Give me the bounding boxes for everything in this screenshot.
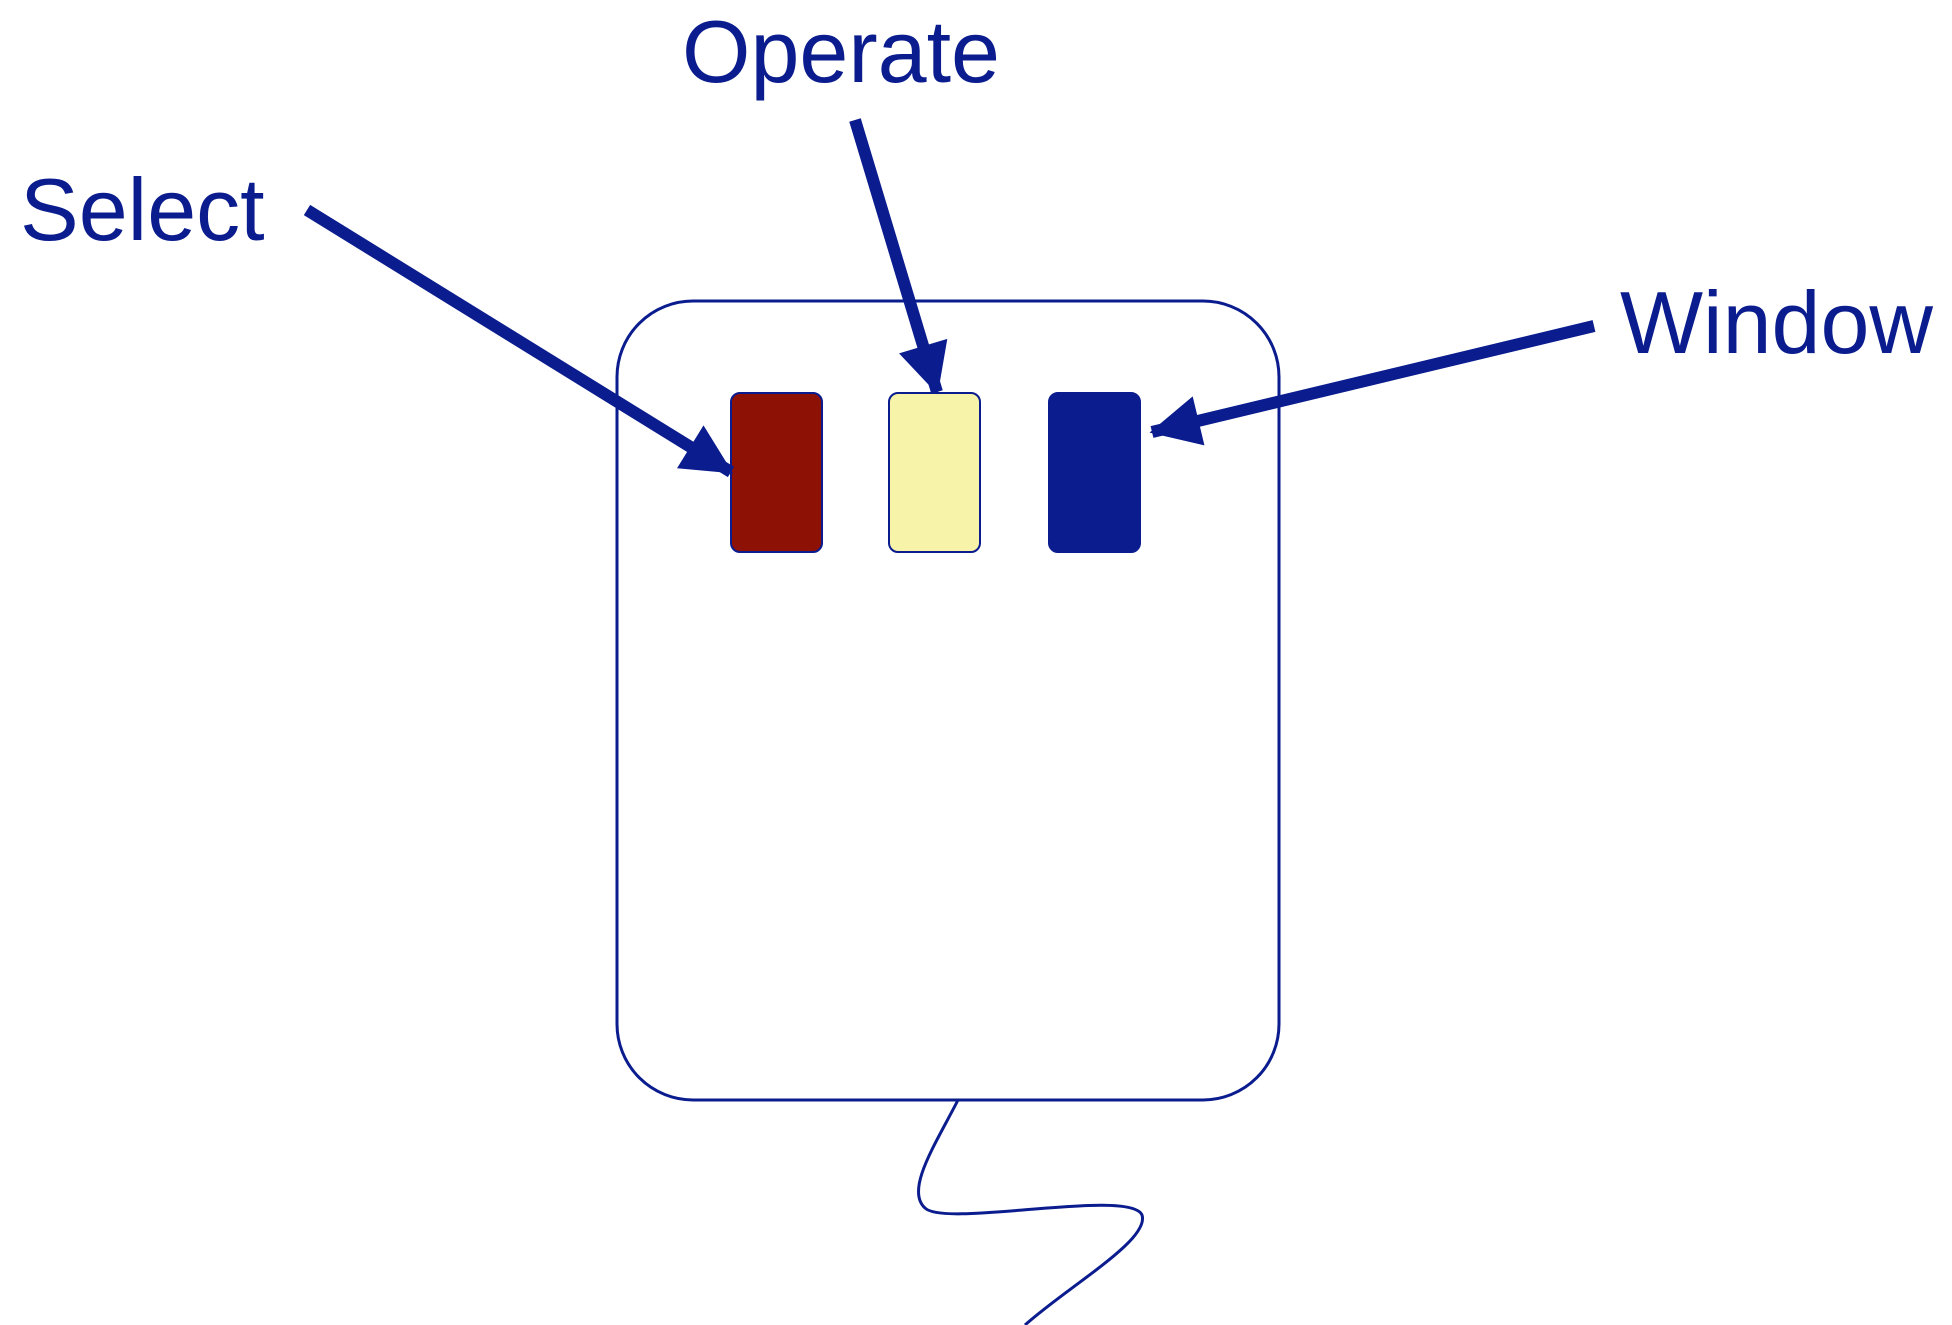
select-button bbox=[730, 392, 823, 553]
window-button bbox=[1048, 392, 1141, 553]
operate-arrow bbox=[849, 118, 948, 395]
operate-label: Operate bbox=[682, 2, 1000, 101]
mouse-body bbox=[615, 299, 1281, 1102]
select-arrow bbox=[303, 204, 735, 478]
window-label: Window bbox=[1620, 273, 1933, 372]
select-label: Select bbox=[20, 160, 265, 259]
mouse-cord bbox=[916, 1099, 1144, 1325]
window-arrow bbox=[1149, 320, 1596, 446]
operate-button bbox=[888, 392, 981, 553]
